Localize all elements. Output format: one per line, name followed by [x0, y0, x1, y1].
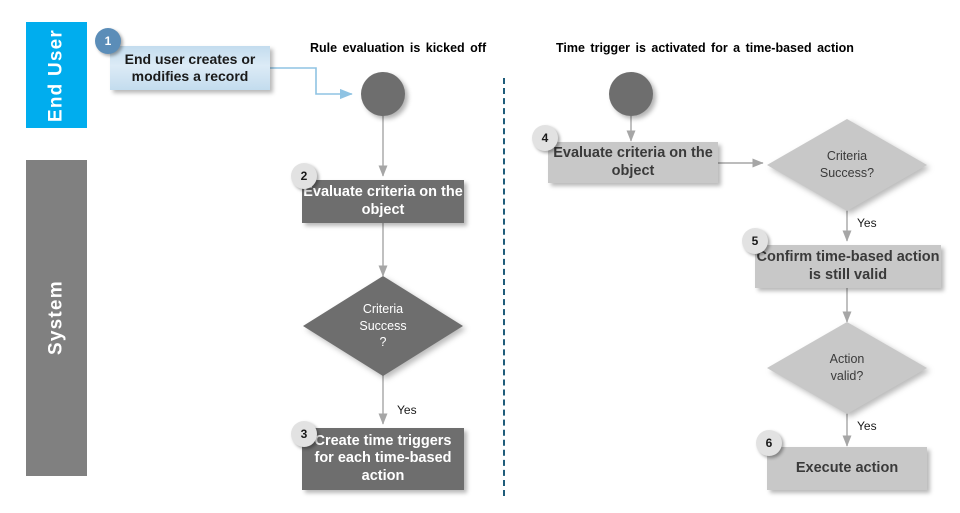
decision-line-1: Action — [829, 352, 865, 367]
step-badge-3[interactable]: 3 — [291, 421, 317, 447]
step-badge-1[interactable]: 1 — [95, 28, 121, 54]
decision-line-2: Success? — [819, 166, 875, 180]
decision-label-group: Criteria Success? — [767, 119, 927, 211]
heading-right-flow: Time trigger is activated for a time-bas… — [556, 41, 854, 55]
section-divider — [503, 78, 505, 496]
step-badge-4[interactable]: 4 — [532, 125, 558, 151]
step-badge-2[interactable]: 2 — [291, 163, 317, 189]
step-badge-5[interactable]: 5 — [742, 228, 768, 254]
decision-line-3: ? — [379, 335, 387, 350]
swimlane-system: System — [26, 160, 87, 476]
process-evaluate-criteria-right[interactable]: Evaluate criteria on the object — [548, 142, 718, 183]
heading-left-flow: Rule evaluation is kicked off — [310, 41, 487, 55]
decision-criteria-success-left[interactable]: Criteria Success ? — [303, 276, 463, 376]
diamond-shape — [303, 276, 463, 376]
decision-line-1: Criteria — [362, 301, 404, 316]
diamond-shape — [767, 322, 927, 414]
swimlane-end-user: End User — [26, 22, 87, 128]
step-badge-6[interactable]: 6 — [756, 430, 782, 456]
start-node-right[interactable] — [609, 72, 653, 116]
edge-label-yes-left: Yes — [397, 403, 417, 417]
diamond-shape — [767, 119, 927, 211]
start-node-left[interactable] — [361, 72, 405, 116]
connector-callout-to-start — [270, 67, 353, 100]
process-confirm-action-valid[interactable]: Confirm time-based action is still valid — [755, 245, 941, 288]
edge-label-action-yes: Yes — [857, 419, 877, 433]
decision-criteria-success-right[interactable]: Criteria Success? — [767, 119, 927, 211]
swimlane-end-user-label: End User — [45, 28, 67, 122]
callout-end-user-action[interactable]: End user creates or modifies a record — [110, 46, 270, 90]
decision-line-2: valid? — [830, 369, 864, 383]
edge-label-criteria-yes-right: Yes — [857, 216, 877, 230]
process-execute-action[interactable]: Execute action — [767, 447, 927, 490]
decision-label-group: Action valid? — [767, 322, 927, 414]
process-evaluate-criteria-left[interactable]: Evaluate criteria on the object — [302, 180, 464, 223]
swimlane-system-label: System — [45, 280, 67, 356]
decision-line-2: Success — [359, 318, 407, 333]
process-create-time-triggers[interactable]: Create time triggers for each time-based… — [302, 428, 464, 490]
decision-line-1: Criteria — [826, 149, 868, 164]
decision-action-valid[interactable]: Action valid? — [767, 322, 927, 414]
decision-label-group: Criteria Success ? — [303, 276, 463, 376]
